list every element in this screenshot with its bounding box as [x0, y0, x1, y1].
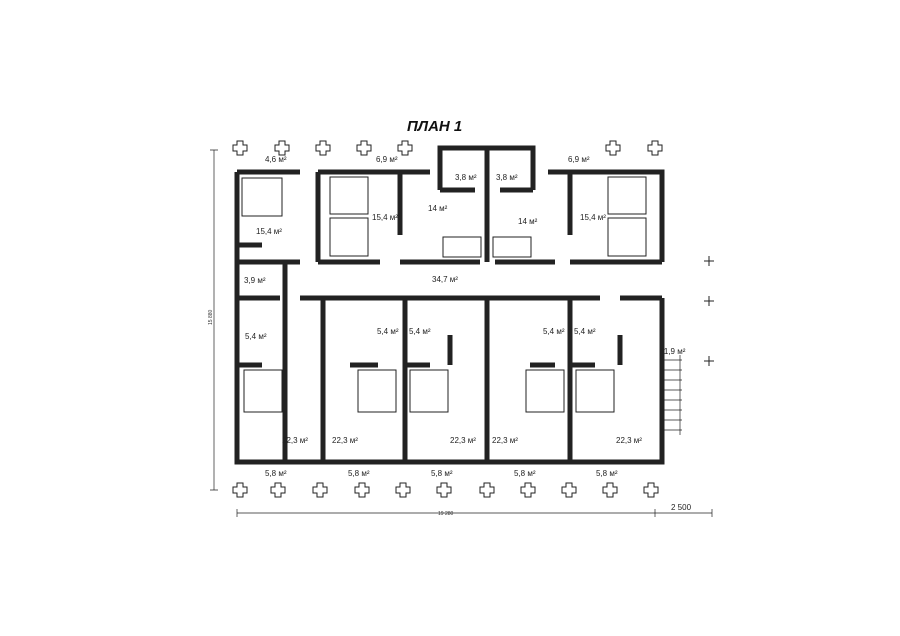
area-label: 6,9 м² [376, 155, 398, 164]
bed [243, 369, 283, 413]
area-label: 5,4 м² [377, 327, 399, 336]
dimension-lines: 15 880 19 280 2 500 [208, 149, 713, 517]
dimension-porch: 2 500 [671, 503, 692, 512]
furniture [241, 176, 682, 435]
area-label: 15,4 м² [580, 213, 606, 222]
area-label: 14 м² [518, 217, 538, 226]
area-label: 5,8 м² [514, 469, 536, 478]
area-label: 5,4 м² [543, 327, 565, 336]
area-label: 5,8 м² [265, 469, 287, 478]
area-label: 6,9 м² [568, 155, 590, 164]
sofa [442, 236, 482, 258]
room-labels: 4,6 м² 6,9 м² 6,9 м² 15,4 м² 15,4 м² 15,… [244, 155, 686, 478]
area-label: 22,3 м² [450, 436, 476, 445]
columns [232, 140, 714, 498]
bed [329, 217, 369, 257]
dimension-width: 19 280 [438, 511, 454, 517]
area-label: 14 м² [428, 204, 448, 213]
area-label: 3,8 м² [496, 173, 518, 182]
bed [525, 369, 565, 413]
bed [329, 176, 369, 215]
bed [607, 217, 647, 257]
area-label: 5,4 м² [574, 327, 596, 336]
area-label: 5,4 м² [245, 332, 267, 341]
bed [357, 369, 397, 413]
plan-title: ПЛАН 1 [407, 118, 462, 135]
area-label: 3,9 м² [244, 276, 266, 285]
area-label: 5,8 м² [348, 469, 370, 478]
bed [575, 369, 615, 413]
dimension-height: 15 880 [208, 309, 214, 325]
area-label: 5,4 м² [409, 327, 431, 336]
area-label: 5,8 м² [596, 469, 618, 478]
bed [607, 176, 647, 215]
area-label: 22,3 м² [332, 436, 358, 445]
area-label: 11,9 м² [660, 347, 686, 356]
area-label: 4,6 м² [265, 155, 287, 164]
area-label: 22,3 м² [282, 436, 308, 445]
area-label: 22,3 м² [492, 436, 518, 445]
area-label: 22,3 м² [616, 436, 642, 445]
area-label: 5,8 м² [431, 469, 453, 478]
bed [241, 177, 283, 217]
area-label: 15,4 м² [372, 213, 398, 222]
area-label: 15,4 м² [256, 227, 282, 236]
bed [409, 369, 449, 413]
sofa [492, 236, 532, 258]
area-label: 34,7 м² [432, 275, 458, 284]
area-label: 3,8 м² [455, 173, 477, 182]
walls [234, 145, 665, 465]
